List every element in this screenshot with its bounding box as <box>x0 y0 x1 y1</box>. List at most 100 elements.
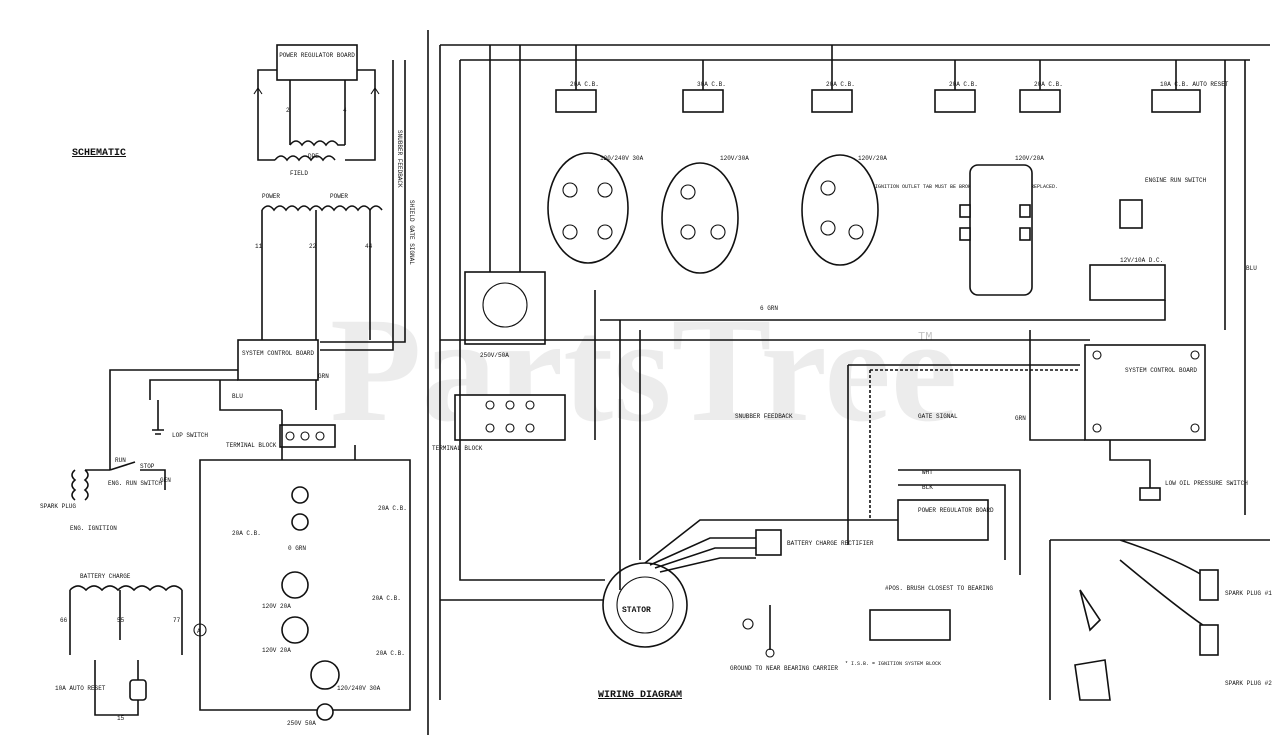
receptacle-250v-label: 250V 50A <box>287 720 316 727</box>
grn-wire-label: 6 GRN <box>760 305 778 312</box>
dc-12v-output-label: 12V/10A D.C. <box>1120 257 1163 264</box>
r3-pin-2 <box>820 220 836 236</box>
r1-pin-2 <box>597 182 613 198</box>
r5-face <box>482 282 528 328</box>
ground-marker-a <box>193 623 207 637</box>
wire-44: 44 <box>365 243 373 250</box>
brush-holder <box>869 609 951 641</box>
field-label: FIELD <box>290 170 308 177</box>
wiring-power-regulator-board <box>897 499 989 541</box>
receptacle-120v-2 <box>281 616 309 644</box>
tb-1 <box>485 400 495 410</box>
regulator-wires <box>257 69 376 150</box>
run-label: RUN <box>115 457 126 464</box>
breaker-10a-auto-label: 10A C.B. AUTO RESET <box>1160 81 1229 88</box>
receptacle-120-240v-label: 120/240V 30A <box>337 685 381 692</box>
ground-note: GROUND TO NEAR BEARING CARRIER <box>730 665 838 672</box>
power-regulator-board <box>276 44 358 81</box>
arrows <box>253 87 380 95</box>
spark-plug-2-label: SPARK PLUG #2 <box>1225 680 1272 687</box>
ignition-note: IGNITION OUTLET TAB MUST BE BROKEN OFF I… <box>875 184 1058 190</box>
scb-screw-3 <box>1092 423 1102 433</box>
tb-6 <box>525 423 535 433</box>
cb-20a-label-2: 20A C.B. <box>232 530 261 537</box>
engine-run-switch <box>1119 199 1143 229</box>
output-frame <box>199 459 411 711</box>
stator-leads <box>644 519 898 573</box>
spark-plug-1-label: SPARK PLUG #1 <box>1225 590 1272 597</box>
snubber-feedback-label: SNUBBER FEEDBACK <box>396 130 403 188</box>
wht-wire-label: WHT <box>922 469 933 476</box>
r4-tab-1 <box>959 204 971 218</box>
breaker-feeds <box>575 45 1177 90</box>
wiring-power-regulator-board-label: POWER REGULATOR BOARD <box>918 507 994 514</box>
receptacle-120v-30a-label: 120V/30A <box>720 155 749 162</box>
power-right-label: POWER <box>330 193 348 200</box>
control-wires <box>109 369 317 440</box>
field-wires <box>257 150 376 161</box>
schematic-section: SCHEMATIC POWER REGULATOR BOARD 2 4 DPE … <box>40 44 415 727</box>
terminal-3 <box>315 431 325 441</box>
receptacle-120-240v-30a-label: 120/240V 30A <box>600 155 644 162</box>
blk-wire-label: BLK <box>922 484 933 491</box>
wire-4: 4 <box>343 107 347 114</box>
grn-label: GRN <box>318 373 329 380</box>
breaker-20a-2 <box>811 89 853 113</box>
lop-switch-label: LOP SWITCH <box>172 432 208 439</box>
stator-label: STATOR <box>622 606 651 615</box>
breaker-20a-3 <box>934 89 976 113</box>
low-oil-switch <box>1139 487 1161 501</box>
r4-tab-2 <box>959 227 971 241</box>
grn-label-2: GRN <box>1015 415 1026 422</box>
breaker-30a-label: 30A C.B. <box>697 81 726 88</box>
engine-run-switch-label: ENGINE RUN SWITCH <box>1145 177 1207 184</box>
system-control-board <box>237 339 319 381</box>
cb-20a-label-4: 20A C.B. <box>376 650 405 657</box>
wire-11: 11 <box>255 243 263 250</box>
shielded-gate-cable <box>869 369 1080 520</box>
wire-22: 22 <box>309 243 317 250</box>
watermark-trademark: TM <box>918 330 932 344</box>
wire-2: 2 <box>286 107 290 114</box>
wire-15: 15 <box>117 715 125 722</box>
receptacle-120-240v-30a <box>547 152 629 264</box>
battery-coil <box>69 585 183 655</box>
terminal-2 <box>300 431 310 441</box>
spark-plug-2 <box>1199 624 1219 656</box>
r3-pin-3 <box>848 224 864 240</box>
eng-ignition-label: ENG. IGNITION <box>70 525 117 532</box>
ground-lug <box>765 648 775 658</box>
breaker-20a-4-label: 20A C.B. <box>1034 81 1063 88</box>
r2-pin-2 <box>680 224 696 240</box>
scb-screw-4 <box>1190 423 1200 433</box>
shield-gate-signal-label: SHIELD GATE SIGNAL <box>408 200 415 265</box>
marker-a: A <box>197 628 201 635</box>
receptacle-120v-20a-a-label: 120V/20A <box>858 155 887 162</box>
schematic-title: SCHEMATIC <box>72 148 126 159</box>
r2-pin-1 <box>680 184 696 200</box>
receptacle-250v-50a-label: 250V/50A <box>480 352 509 359</box>
breaker-20a-4 <box>1019 89 1061 113</box>
blu-label: BLU <box>232 393 243 400</box>
regulator-brush-wires <box>898 469 1021 575</box>
low-oil-wire <box>1109 440 1151 490</box>
receptacle-120-240v <box>310 660 340 690</box>
battery-charge-label: BATTERY CHARGE <box>80 573 131 580</box>
gen-label: GEN <box>160 477 171 484</box>
dc-12v-output <box>1089 264 1166 301</box>
r4-tab-3 <box>1019 204 1031 218</box>
eng-run-switch-label: ENG. RUN SWITCH <box>108 480 162 487</box>
snubber-cable <box>847 364 1080 545</box>
scb-screw-1 <box>1092 350 1102 360</box>
receptacle-120v-1 <box>281 571 309 599</box>
receptacle-gfci-2 <box>291 513 309 531</box>
gate-signal-wiring-label: GATE SIGNAL <box>918 413 958 420</box>
terminal-block <box>279 424 336 448</box>
receptacle-250v-50a <box>464 271 546 345</box>
spark-plug-wires <box>1049 539 1270 700</box>
receptacle-250v <box>316 703 334 721</box>
wiring-section: WIRING DIAGRAM 20A C.B. 30A C.B. 20A C.B… <box>432 44 1272 701</box>
receptacle-120v-2-label: 120V 20A <box>262 647 291 654</box>
system-control-board-label: SYSTEM CONTROL BOARD <box>242 350 314 357</box>
